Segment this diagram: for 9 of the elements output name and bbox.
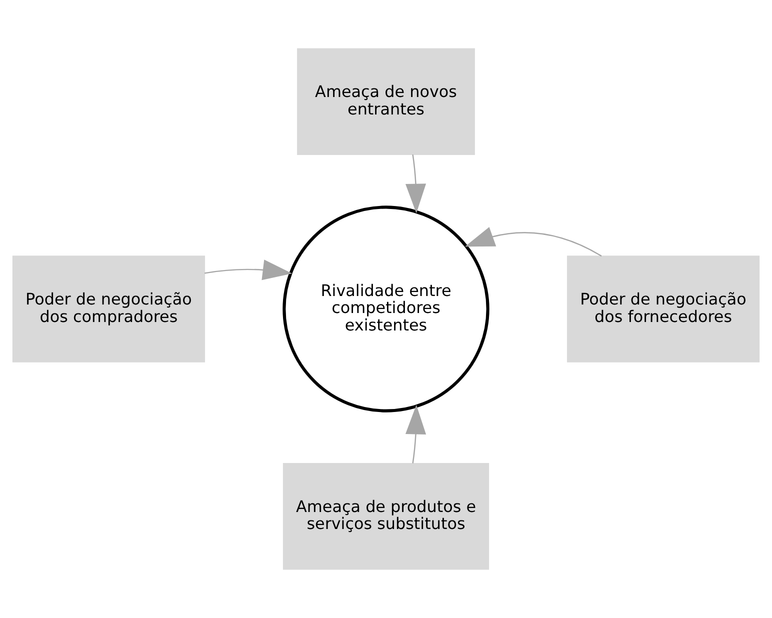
- node-circle: Rivalidade entre competidores existentes: [282, 206, 490, 412]
- node-box: Poder de negociação dos compradores: [12, 256, 206, 362]
- arrow: [405, 154, 426, 214]
- node-box: Poder de negociação dos fornecedores: [566, 256, 760, 362]
- arrow: [405, 404, 426, 464]
- node-box: Ameaça de produtos e serviços substitutos: [282, 462, 490, 570]
- node-box: Ameaça de novos entrantes: [297, 48, 475, 156]
- arrow: [464, 226, 602, 257]
- arrow: [204, 260, 292, 280]
